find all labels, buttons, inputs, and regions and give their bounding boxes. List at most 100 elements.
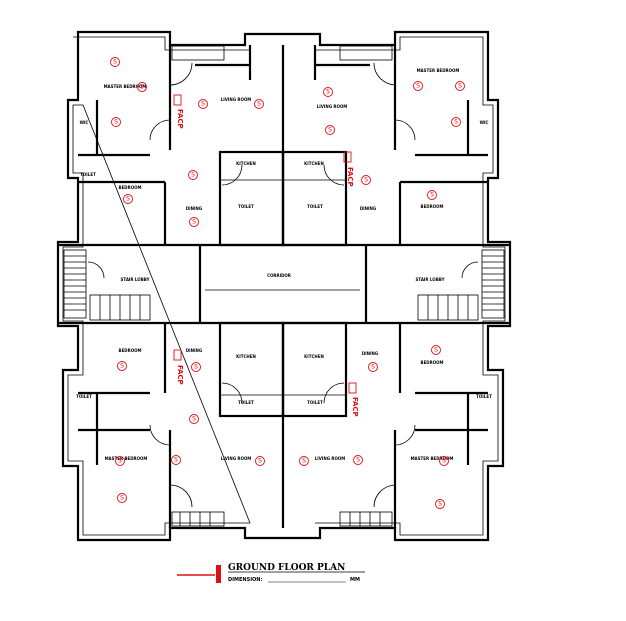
svg-text:S: S <box>192 219 196 226</box>
sensor-icon: S <box>110 57 120 67</box>
sensor-icon: S <box>455 81 465 91</box>
label-bedroom-tl: BEDROOM <box>119 185 142 190</box>
svg-text:S: S <box>257 101 261 108</box>
smoke-sensors: S S S S S S S S S S S S S S S S S S S S … <box>110 57 465 509</box>
title-block: GROUND FLOOR PLAN DIMENSION: MM <box>177 563 365 583</box>
label-living-room-bl: LIVING ROOM <box>221 456 252 461</box>
sensor-icon: S <box>431 345 441 355</box>
svg-text:S: S <box>140 84 144 91</box>
facp-panel-tr: FACP <box>343 151 354 187</box>
sensor-icon: S <box>117 361 127 371</box>
svg-text:S: S <box>174 457 178 464</box>
sensor-icon: S <box>123 194 133 204</box>
label-dining-bl: DINING <box>186 348 202 353</box>
sensor-icon: S <box>451 117 461 127</box>
label-toilet-br: TOILET <box>307 400 323 405</box>
dimension-unit: MM <box>350 577 360 583</box>
svg-text:S: S <box>371 364 375 371</box>
svg-text:FACP: FACP <box>351 397 359 417</box>
label-master-bedroom-bl: MASTER BEDROOM <box>105 456 148 461</box>
sensor-icon: S <box>413 81 423 91</box>
sensor-icon: S <box>198 99 208 109</box>
sensor-icon: S <box>171 455 181 465</box>
label-living-room-tr: LIVING ROOM <box>317 104 348 109</box>
sensor-icon: S <box>323 87 333 97</box>
page-title: GROUND FLOOR PLAN <box>228 563 345 573</box>
svg-text:S: S <box>120 495 124 502</box>
sensor-icon: S <box>189 217 199 227</box>
label-toilet-bl: TOILET <box>238 400 254 405</box>
interior-walls <box>58 45 510 528</box>
svg-text:S: S <box>356 457 360 464</box>
stair-left <box>63 249 151 321</box>
door-swings <box>87 62 479 508</box>
label-toilet-br-side: TOILET <box>476 394 492 399</box>
label-master-bedroom-tr: MASTER BEDROOM <box>417 68 460 73</box>
facp-panel-br: FACP <box>348 382 359 417</box>
label-dining-br: DINING <box>362 351 378 356</box>
label-bedroom-tr: BEDROOM <box>421 204 444 209</box>
stair-right <box>417 249 505 321</box>
sensor-icon: S <box>255 456 265 466</box>
label-bedroom-br: BEDROOM <box>421 360 444 365</box>
label-stair-lobby-r: STAIR LOBBY <box>416 277 445 282</box>
svg-text:FACP: FACP <box>176 365 184 385</box>
svg-text:S: S <box>302 458 306 465</box>
svg-text:S: S <box>126 196 130 203</box>
svg-text:S: S <box>258 458 262 465</box>
label-master-bedroom-br: MASTER BEDROOM <box>411 456 454 461</box>
sensor-icon: S <box>188 170 198 180</box>
label-living-room-tl: LIVING ROOM <box>221 97 252 102</box>
label-kitchen-tr: KITCHEN <box>304 161 324 166</box>
sensor-icon: S <box>299 456 309 466</box>
svg-text:S: S <box>201 101 205 108</box>
building-outline <box>56 30 512 542</box>
label-corridor: CORRIDOR <box>267 273 291 278</box>
svg-text:S: S <box>458 83 462 90</box>
label-toilet-side-tl: TOILET <box>80 172 96 177</box>
label-toilet-bl-side: TOILET <box>76 394 92 399</box>
sensor-icon: S <box>435 499 445 509</box>
svg-text:S: S <box>328 127 332 134</box>
svg-text:S: S <box>454 119 458 126</box>
label-dining-tr: DINING <box>360 206 376 211</box>
svg-text:S: S <box>438 501 442 508</box>
sensor-icon: S <box>117 493 127 503</box>
sensor-icon: S <box>427 190 437 200</box>
label-toilet-tl: TOILET <box>238 204 254 209</box>
label-wic-tr: WIC <box>480 120 489 125</box>
sensor-icon: S <box>111 117 121 127</box>
sensor-icon: S <box>353 455 363 465</box>
label-wic-tl: WIC <box>80 120 89 125</box>
label-master-bedroom-tl: MASTER BEDROOM <box>104 84 147 89</box>
sensor-icon: S <box>368 362 378 372</box>
svg-text:S: S <box>118 458 122 465</box>
sensor-icon: S <box>325 125 335 135</box>
label-stair-lobby-l: STAIR LOBBY <box>121 277 150 282</box>
label-bedroom-bl: BEDROOM <box>119 348 142 353</box>
svg-text:S: S <box>442 458 446 465</box>
sensor-icon: S <box>361 175 371 185</box>
svg-text:S: S <box>416 83 420 90</box>
facp-panel-bl: FACP <box>173 349 184 385</box>
label-dining-tl: DINING <box>186 206 202 211</box>
sensor-icon: S <box>115 456 125 466</box>
balconies <box>171 45 393 527</box>
svg-text:S: S <box>191 172 195 179</box>
svg-text:S: S <box>192 416 196 423</box>
sensor-icon: S <box>189 414 199 424</box>
svg-text:S: S <box>326 89 330 96</box>
sensor-icon: S <box>137 82 147 92</box>
facp-panel-tl: FACP <box>173 94 184 129</box>
svg-text:S: S <box>114 119 118 126</box>
sensor-icon: S <box>191 362 201 372</box>
room-labels: MASTER BEDROOM MASTER BEDROOM WIC WIC LI… <box>76 68 492 461</box>
svg-text:S: S <box>364 177 368 184</box>
svg-text:S: S <box>430 192 434 199</box>
label-toilet-tr: TOILET <box>307 204 323 209</box>
sensor-icon: S <box>439 456 449 466</box>
label-kitchen-bl: KITCHEN <box>236 354 256 359</box>
svg-text:S: S <box>194 364 198 371</box>
svg-text:S: S <box>120 363 124 370</box>
